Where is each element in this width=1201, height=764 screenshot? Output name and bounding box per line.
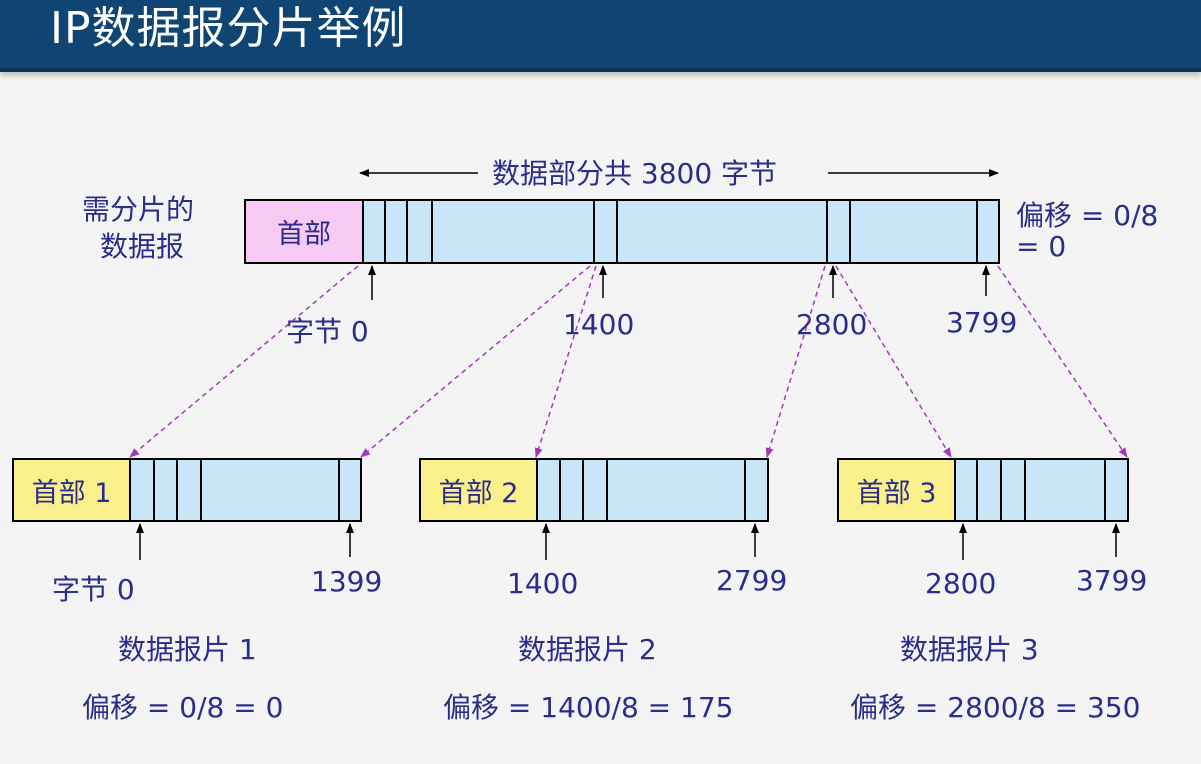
- map-line-frag1-start: [129, 265, 359, 458]
- packet-divider: [616, 201, 618, 262]
- fragment-1-end-label: 1399: [311, 565, 383, 598]
- packet-divider: [582, 460, 584, 520]
- map-line-frag2-start: [534, 265, 597, 458]
- fragment-1-start-label: 字节 0: [52, 573, 135, 606]
- fragment-1-header: 首部 1: [14, 460, 131, 520]
- map-line-frag3-end: [997, 265, 1128, 458]
- original-header: 首部: [246, 201, 364, 262]
- packet-divider: [406, 201, 408, 262]
- packet-divider: [826, 201, 828, 262]
- fragment-1-name: 数据报片 1: [118, 633, 257, 666]
- fragment-3-start-label: 2800: [925, 567, 997, 600]
- byte-label-2800: 2800: [796, 308, 868, 341]
- fragment-2-offset: 偏移 = 1400/8 = 175: [443, 691, 734, 724]
- data-span-label: 数据部分共 3800 字节: [492, 157, 778, 190]
- packet-divider: [1104, 460, 1106, 520]
- fragment-3-offset: 偏移 = 2800/8 = 350: [850, 691, 1141, 724]
- packet-divider: [1024, 460, 1026, 520]
- title-bar: IP数据报分片举例: [0, 0, 1201, 72]
- packet-divider: [559, 460, 561, 520]
- original-datagram-label-line1: 需分片的: [82, 193, 195, 226]
- fragment-2-box: 首部 2: [419, 458, 769, 522]
- fragment-3-name: 数据报片 3: [900, 633, 1039, 666]
- packet-divider: [593, 201, 595, 262]
- packet-divider: [976, 460, 978, 520]
- original-offset-line2: = 0: [1016, 230, 1067, 263]
- fragment-1-offset: 偏移 = 0/8 = 0: [82, 691, 284, 724]
- fragment-3-header: 首部 3: [839, 460, 956, 520]
- byte-label-0: 字节 0: [286, 315, 369, 348]
- packet-divider: [176, 460, 178, 520]
- packet-divider: [200, 460, 202, 520]
- map-line-frag2-end: [765, 265, 826, 458]
- map-line-frag3-start: [835, 265, 952, 458]
- packet-divider: [431, 201, 433, 262]
- packet-divider: [744, 460, 746, 520]
- fragment-2-start-label: 1400: [507, 567, 579, 600]
- packet-divider: [338, 460, 340, 520]
- fragment-1-box: 首部 1: [12, 458, 362, 522]
- packet-divider: [153, 460, 155, 520]
- fragment-2-end-label: 2799: [716, 564, 788, 597]
- map-line-frag1-end: [360, 265, 591, 458]
- byte-label-3799: 3799: [946, 306, 1018, 339]
- fragment-3-end-label: 3799: [1076, 564, 1148, 597]
- slide-title: IP数据报分片举例: [50, 3, 407, 54]
- packet-divider: [1000, 460, 1002, 520]
- packet-divider: [606, 460, 608, 520]
- packet-divider: [384, 201, 386, 262]
- fragment-2-name: 数据报片 2: [518, 633, 657, 666]
- original-datagram-label-line2: 数据报: [100, 230, 185, 263]
- original-datagram-box: 首部: [244, 199, 1000, 264]
- packet-divider: [849, 201, 851, 262]
- fragment-3-box: 首部 3: [837, 458, 1129, 522]
- packet-divider: [976, 201, 978, 262]
- original-offset-line1: 偏移 = 0/8: [1016, 199, 1159, 232]
- fragment-2-header: 首部 2: [421, 460, 538, 520]
